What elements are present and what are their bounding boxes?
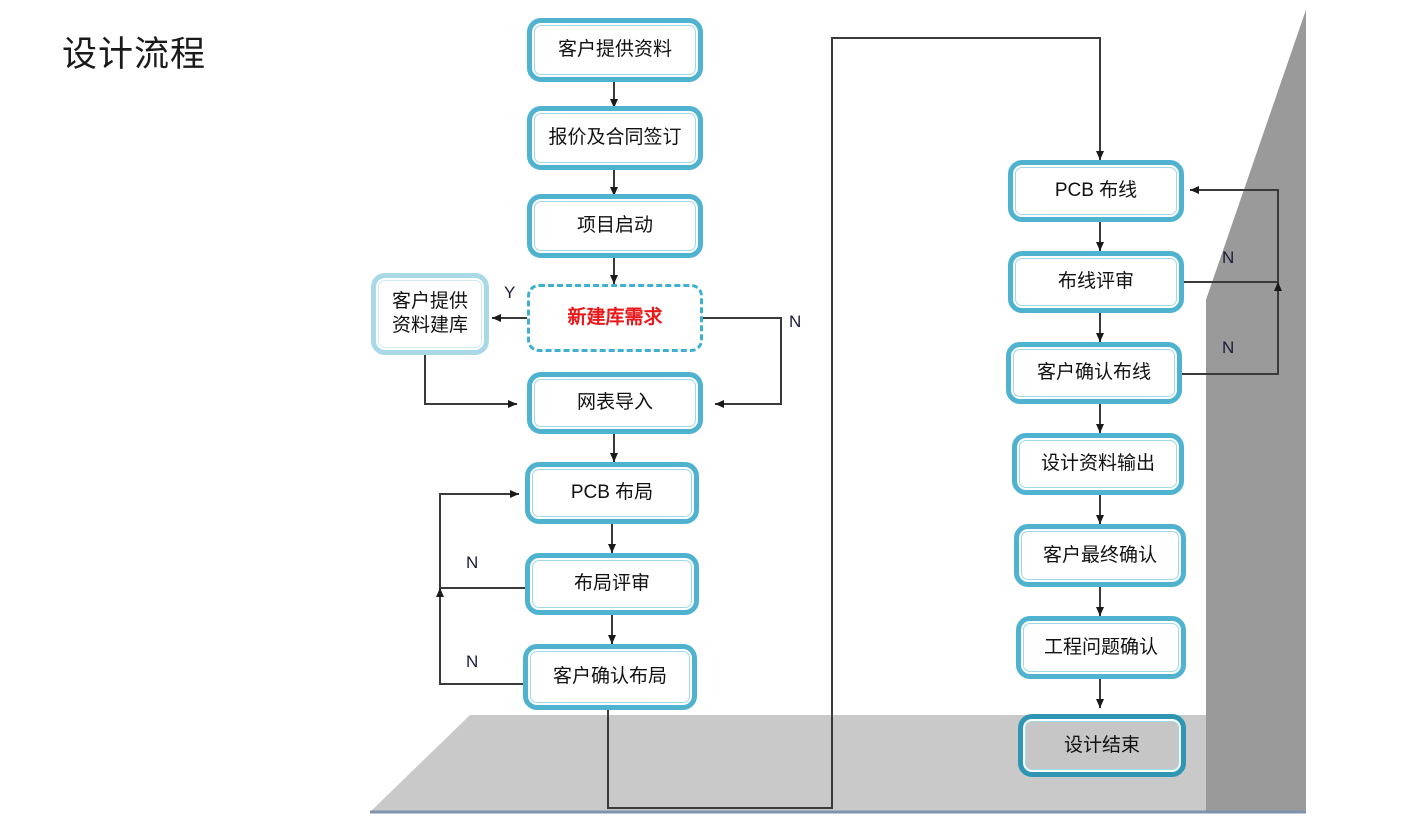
node-label-line2: 资料建库 [391,315,468,336]
node-label: 布局评审 [573,573,650,595]
edge-label-no-confirm-layout: N [466,652,479,671]
page-title: 设计流程 [62,35,207,74]
arrow-demand-no-to-netlist [702,317,782,408]
node-routing-review[interactable]: 布线评审 [1008,251,1184,313]
node-customer-confirm-layout[interactable]: 客户确认布局 [523,644,697,710]
node-label: 客户确认布线 [1036,362,1151,384]
node-pcb-layout[interactable]: PCB 布局 [525,462,699,524]
node-label: 客户最终确认 [1042,544,1157,566]
node-label-line1: 客户提供 [391,291,468,313]
arrow-confirmlayout-loop [436,588,527,685]
node-design-end[interactable]: 设计结束 [1018,714,1186,777]
arrow-layoutreview-loop [439,490,527,589]
node-customer-confirm-routing[interactable]: 客户确认布线 [1006,342,1182,404]
node-label: PCB 布线 [1054,180,1138,202]
edge-label-no-routing-review: N [1222,248,1235,267]
node-label: 报价及合同签订 [548,127,682,149]
wall-panel-front [1206,10,1306,812]
node-layout-review[interactable]: 布局评审 [525,553,699,615]
node-label: 项目启动 [576,215,653,237]
edge-label-yes-new-library: Y [504,283,516,302]
node-label: 设计资料输出 [1040,453,1155,475]
node-label: 客户提供资料 [557,39,672,61]
node-customer-provide-data[interactable]: 客户提供资料 [527,18,703,82]
node-engineering-issue-confirm[interactable]: 工程问题确认 [1016,616,1186,679]
node-new-library-demand[interactable]: 新建库需求 [527,284,703,352]
node-label: 布线评审 [1057,271,1134,293]
node-netlist-import[interactable]: 网表导入 [527,372,703,434]
node-design-data-output[interactable]: 设计资料输出 [1012,433,1184,495]
node-label: 网表导入 [576,392,653,414]
node-label: 工程问题确认 [1043,636,1158,658]
node-project-kickoff[interactable]: 项目启动 [527,194,703,258]
arrow-confirmrouting-loop [1182,282,1282,375]
node-customer-provide-library[interactable]: 客户提供 资料建库 [371,273,489,355]
node-label: 客户确认布局 [552,666,667,688]
node-pcb-routing[interactable]: PCB 布线 [1008,160,1184,222]
node-label: 设计结束 [1063,734,1140,756]
arrow-library-to-netlist [424,355,517,408]
edge-label-no-new-library: N [789,312,802,331]
node-label: PCB 布局 [570,482,654,504]
arrow-long-return-to-routing [607,37,1104,809]
edge-label-no-layout-review: N [466,553,479,572]
node-customer-final-confirm[interactable]: 客户最终确认 [1014,524,1186,587]
arrow-routingreview-loop [1182,186,1279,283]
edge-label-no-confirm-routing: N [1222,338,1235,357]
node-label: 新建库需求 [567,307,663,329]
node-quote-and-contract[interactable]: 报价及合同签订 [527,106,703,170]
